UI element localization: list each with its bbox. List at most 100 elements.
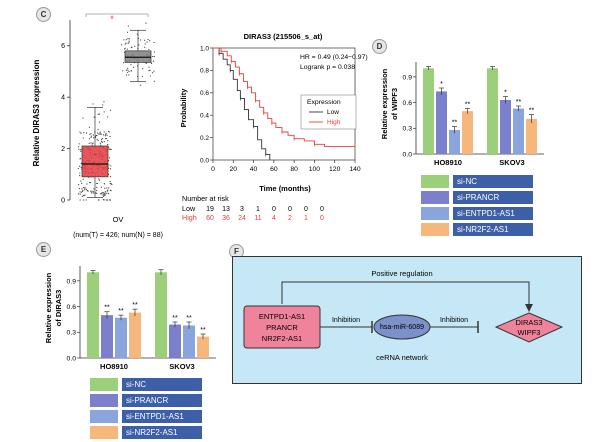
boxplot-point — [90, 135, 93, 137]
bar-e-ylabel-line2: of DIRAS3 — [54, 290, 63, 327]
bar-significance: ** — [172, 315, 178, 322]
boxplot-point — [104, 191, 106, 193]
km-risk-low-label: Low — [182, 204, 196, 213]
boxplot-point — [127, 42, 129, 44]
boxplot-point — [81, 182, 83, 184]
boxplot-point — [148, 48, 150, 51]
boxplot-ytick-label: 0 — [61, 198, 65, 205]
bar-category-label: HO8910 — [434, 158, 462, 167]
boxplot-point — [152, 60, 155, 62]
boxplot-point — [123, 39, 125, 41]
boxplot-significance: * — [110, 14, 114, 24]
positive-regulation-label: Positive regulation — [371, 269, 432, 278]
boxplot-point — [126, 71, 128, 74]
boxplot-point — [96, 192, 98, 195]
boxplot-point — [107, 116, 109, 118]
km-xtick-label: 60 — [270, 166, 278, 173]
boxplot-point — [126, 31, 129, 33]
boxplot-point — [79, 193, 81, 195]
cerna-diagram: Positive regulation ENTPD1-AS1 PRANCR NR… — [243, 269, 564, 362]
boxplot-point — [100, 186, 102, 188]
boxplot-point — [82, 137, 84, 139]
km-risk-high-value: 1 — [304, 215, 308, 222]
boxplot-point — [108, 164, 110, 166]
boxplot-point — [88, 142, 90, 145]
km-curve-low — [213, 47, 271, 160]
boxplot-point — [100, 144, 102, 146]
boxplot-point — [121, 44, 123, 46]
boxplot-boxes — [77, 22, 156, 201]
boxplot-point — [91, 144, 93, 146]
boxplot-point — [101, 193, 103, 195]
boxplot-point — [107, 143, 109, 146]
km-legend-title: Expression — [307, 99, 341, 106]
boxplot-point — [78, 146, 80, 148]
boxplot-point — [124, 48, 126, 50]
boxplot-point — [104, 194, 107, 196]
boxplot-point — [88, 126, 91, 128]
boxplot-ytick-label: 6 — [61, 43, 65, 50]
km-risk-high-label: High — [182, 213, 197, 222]
km-xtick-label: 0 — [211, 166, 215, 173]
boxplot-point — [99, 133, 101, 136]
boxplot-point — [125, 74, 128, 76]
km-risk-low-value: 3 — [240, 206, 244, 213]
boxplot-point — [83, 132, 85, 134]
boxplot-point — [105, 132, 107, 134]
km-ytick-label: 0.0 — [200, 157, 209, 164]
boxplot-point — [78, 143, 80, 145]
bar-si-PRANCR-HO8910 — [436, 91, 447, 154]
bar-d-ylabel-line1: Relative expression — [380, 68, 389, 139]
boxplot-point — [85, 199, 87, 201]
km-risk-high-value: 0 — [320, 215, 324, 222]
boxplot-point — [88, 138, 91, 140]
km-legend-high: High — [327, 119, 341, 126]
km-ytick-label: 0.4 — [200, 113, 209, 120]
km-logrank: Logrank p = 0.038 — [300, 64, 355, 71]
bar-si-NR2F2-AS1-SKOV3 — [526, 118, 537, 154]
boxplot-point — [128, 40, 130, 42]
boxplot-point — [96, 138, 98, 140]
bar-si-NC-HO8910 — [423, 68, 434, 154]
lncrna-1: ENTPD1-AS1 — [259, 312, 305, 321]
boxplot-point — [92, 191, 95, 193]
boxplot-point — [102, 199, 104, 201]
boxplot-point — [103, 183, 106, 185]
positive-regulation-line — [281, 281, 530, 304]
boxplot-point — [109, 148, 111, 151]
boxplot-point — [77, 193, 79, 195]
boxplot-point — [148, 69, 150, 72]
bar-category-label: HO8910 — [100, 362, 128, 371]
bar-chart-e: Relative expression of DIRAS3 0.00.30.60… — [44, 266, 216, 371]
bar-significance: * — [504, 90, 507, 97]
boxplot-point — [110, 148, 112, 151]
boxplot-point — [125, 39, 127, 41]
boxplot-point — [109, 168, 112, 170]
boxplot-point — [77, 168, 79, 170]
boxplot-point — [93, 137, 95, 139]
boxplot-point — [86, 190, 88, 192]
boxplot-point — [85, 132, 88, 134]
bar-significance: ** — [186, 315, 192, 322]
boxplot-point — [108, 146, 110, 148]
boxplot-point — [108, 187, 110, 189]
bar-si-NC-SKOV3 — [155, 272, 167, 358]
bar-significance: * — [440, 81, 443, 88]
boxplot-point — [96, 189, 98, 192]
boxplot-point — [86, 183, 88, 185]
boxplot-point — [145, 62, 148, 64]
boxplot-point — [103, 131, 105, 133]
km-ytick-label: 0.6 — [200, 90, 209, 97]
boxplot-point — [102, 134, 105, 136]
boxplot-point — [79, 175, 81, 177]
km-legend: Expression Low High — [300, 94, 357, 130]
km-risk-low-value: 0 — [320, 206, 324, 213]
panel-letter-d: D — [372, 39, 387, 54]
legend-swatch — [90, 426, 118, 439]
bar-si-NC-SKOV3 — [487, 68, 498, 154]
boxplot-point — [132, 66, 135, 68]
boxplot-point — [104, 192, 106, 194]
boxplot-point — [124, 43, 126, 45]
legend-item: si-NR2F2-AS1 — [90, 426, 202, 439]
boxplot-box-T — [81, 145, 109, 178]
